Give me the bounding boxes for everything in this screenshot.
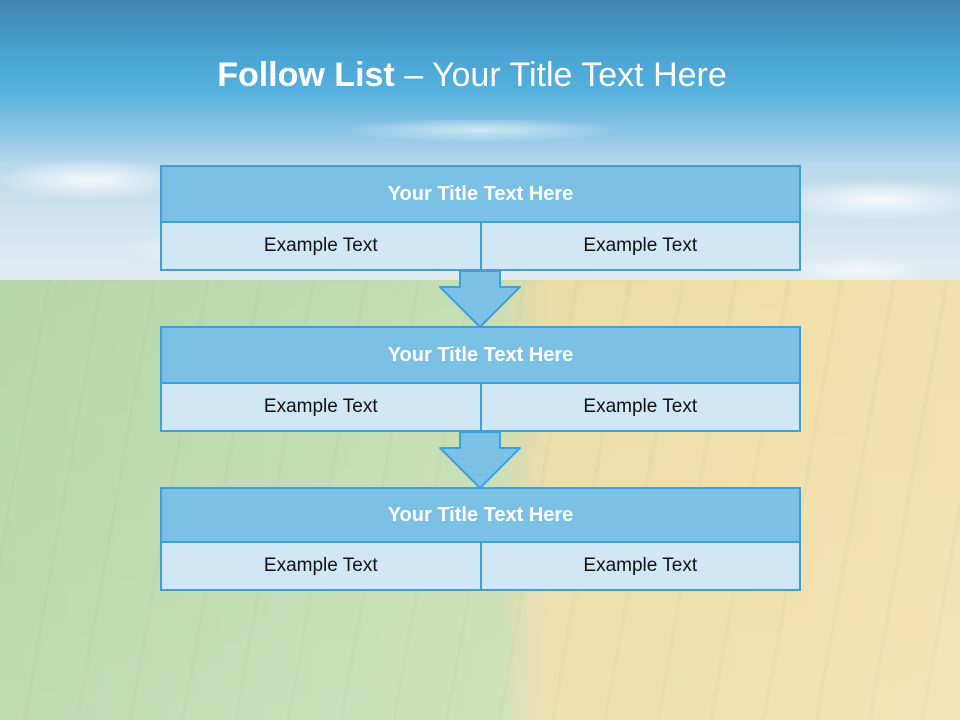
title-bold-part: Follow List bbox=[217, 56, 395, 94]
down-arrow-icon bbox=[439, 271, 521, 328]
block-cell-left: Example Text bbox=[160, 382, 482, 432]
list-block-2: Your Title Text Here Example Text Exampl… bbox=[160, 326, 801, 432]
list-block-3: Your Title Text Here Example Text Exampl… bbox=[160, 487, 801, 591]
block-title: Your Title Text Here bbox=[160, 165, 801, 223]
block-row: Example Text Example Text bbox=[160, 382, 801, 432]
block-cell-left: Example Text bbox=[160, 541, 482, 591]
block-cell-left: Example Text bbox=[160, 221, 482, 271]
title-rest-part: – Your Title Text Here bbox=[404, 56, 727, 94]
block-title: Your Title Text Here bbox=[160, 326, 801, 384]
slide-title: Follow List – Your Title Text Here bbox=[0, 52, 944, 98]
block-row: Example Text Example Text bbox=[160, 221, 801, 271]
block-cell-right: Example Text bbox=[479, 221, 801, 271]
list-block-1: Your Title Text Here Example Text Exampl… bbox=[160, 165, 801, 271]
block-row: Example Text Example Text bbox=[160, 541, 801, 591]
block-title: Your Title Text Here bbox=[160, 487, 801, 543]
block-cell-right: Example Text bbox=[479, 382, 801, 432]
down-arrow-icon bbox=[439, 432, 521, 489]
block-cell-right: Example Text bbox=[479, 541, 801, 591]
